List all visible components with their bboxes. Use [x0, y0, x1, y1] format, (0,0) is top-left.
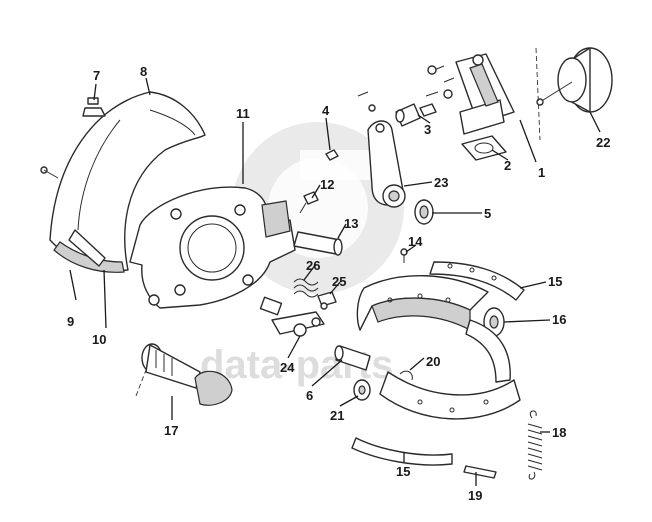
callout-2: 2 [504, 158, 511, 173]
callout-labels: 1 2 3 4 5 6 7 8 9 10 11 12 13 14 15 15 1… [67, 64, 610, 503]
anchor-pin-part [334, 345, 371, 371]
callout-9: 9 [67, 314, 74, 329]
callout-25: 25 [332, 274, 346, 289]
callout-8: 8 [140, 64, 147, 79]
callout-14: 14 [408, 234, 423, 249]
brake-lining-lower-part [351, 437, 453, 466]
callout-16: 16 [552, 312, 566, 327]
callout-21: 21 [330, 408, 344, 423]
callout-15-lower: 15 [396, 464, 410, 479]
clip-part-25 [317, 291, 337, 310]
callout-20: 20 [426, 354, 440, 369]
bolt-left-part [40, 166, 59, 179]
callout-18: 18 [552, 425, 566, 440]
bolt-part-7 [82, 97, 106, 117]
leader-lines [69, 77, 601, 486]
return-spring-part [527, 410, 543, 480]
callout-10: 10 [92, 332, 106, 347]
brake-chamber-part [536, 47, 613, 113]
sleeve-part-13 [293, 231, 343, 256]
pin-part-19 [463, 465, 497, 479]
callout-19: 19 [468, 488, 482, 503]
slack-adjuster-part [367, 120, 406, 208]
bracket-part [425, 53, 515, 135]
rivet-part-14 [400, 248, 408, 263]
callout-12: 12 [320, 177, 334, 192]
spring-part-26 [293, 278, 319, 298]
callout-6: 6 [306, 388, 313, 403]
pin-part-4 [325, 149, 339, 161]
callout-23: 23 [434, 175, 448, 190]
callout-15-upper: 15 [548, 274, 562, 289]
adjuster-part-24 [259, 296, 325, 337]
callout-13: 13 [344, 216, 358, 231]
callout-5: 5 [484, 206, 491, 221]
clevis-part [357, 91, 437, 127]
lower-brake-shoe-part [379, 319, 521, 420]
clip-part-20 [399, 370, 413, 381]
callout-4: 4 [322, 103, 330, 118]
callout-7: 7 [93, 68, 100, 83]
washer-part [414, 199, 434, 225]
callout-24: 24 [280, 360, 295, 375]
callout-3: 3 [424, 122, 431, 137]
alignment-lines [135, 47, 541, 397]
callout-1: 1 [538, 165, 545, 180]
camshaft-part [141, 343, 233, 406]
bushing-part [353, 379, 371, 401]
anchor-plate-part [129, 186, 296, 309]
brake-shoe-part [356, 275, 489, 331]
callout-26: 26 [306, 258, 320, 273]
dust-shield-part [49, 91, 206, 273]
gasket-part [461, 135, 507, 161]
callout-22: 22 [596, 135, 610, 150]
brake-lining-upper-part [429, 261, 525, 301]
callout-17: 17 [164, 423, 178, 438]
callout-11: 11 [236, 106, 250, 121]
